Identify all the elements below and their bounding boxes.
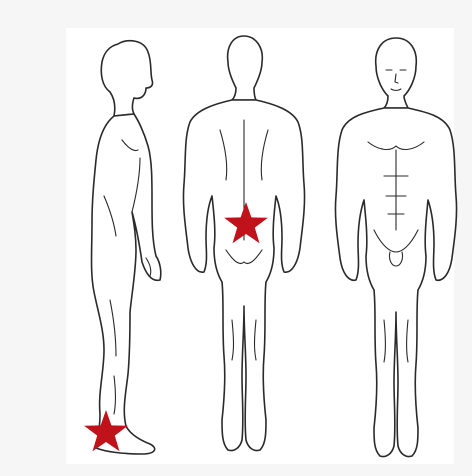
- body-diagram: [0, 0, 472, 476]
- body-diagram-svg: [0, 0, 472, 476]
